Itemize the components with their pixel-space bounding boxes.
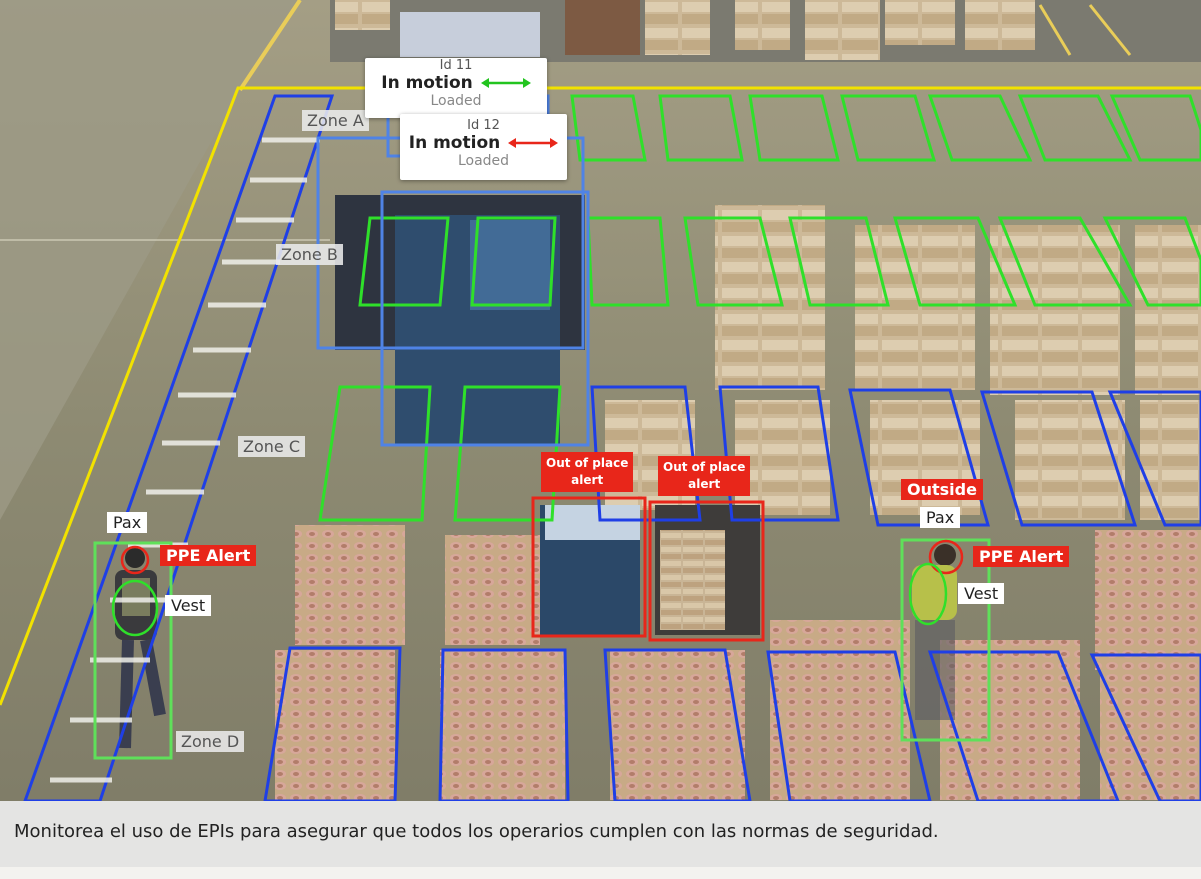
worker-right <box>912 544 957 720</box>
basket-stack <box>275 650 395 800</box>
back-pallet <box>335 0 390 30</box>
basket-stack <box>1100 650 1201 800</box>
slot-ok <box>997 216 1133 307</box>
alert-line-1: Out of place <box>546 456 629 470</box>
misplaced-pallet-wrap <box>545 505 640 540</box>
back-pallet <box>735 0 790 50</box>
alert-line-2: alert <box>688 477 721 491</box>
box-stack <box>735 400 830 515</box>
motion-state: In motion <box>408 133 501 153</box>
slot-ok <box>453 385 562 522</box>
load-state: Loaded <box>430 93 482 109</box>
slot-ok <box>1109 94 1201 162</box>
caption-bar: Monitorea el uso de EPIs para asegurar q… <box>0 801 1201 867</box>
slot-ok <box>586 216 670 307</box>
tracking-card-id11: Id 11 In motion Loaded <box>365 58 547 118</box>
slot-ok <box>358 216 450 307</box>
vest-detected-marker <box>111 579 159 637</box>
back-pallet <box>400 12 540 57</box>
floor-line <box>238 0 302 92</box>
basket-stack <box>445 535 540 645</box>
box-stack <box>715 205 825 390</box>
slot-occupied <box>1107 390 1201 527</box>
slot-ok <box>1017 94 1133 162</box>
basket-stack <box>1095 530 1201 670</box>
slots-third-row <box>318 385 562 522</box>
slot-ok <box>927 94 1033 162</box>
tracking-id: Id 11 <box>439 58 473 73</box>
zone-c-label: Zone C <box>238 436 305 457</box>
zone-d-label: Zone D <box>176 731 245 752</box>
basket-stack <box>295 525 405 645</box>
slot-ok <box>1102 216 1201 307</box>
slot-ok <box>470 216 557 307</box>
alert-box-out-of-place <box>648 500 765 642</box>
vest-label-right: Vest <box>958 583 1005 604</box>
tracking-card-id12: Id 12 In motion Loaded <box>400 114 567 180</box>
slot-ok <box>748 94 840 162</box>
double-arrow-red-icon <box>508 138 559 148</box>
slot-ok <box>788 216 890 307</box>
motion-state: In motion <box>381 73 473 93</box>
box-stack <box>990 225 1120 395</box>
alert-line-1: Out of place <box>663 460 746 474</box>
slot-ok <box>318 385 432 522</box>
slot-ok <box>840 94 937 162</box>
ppe-alert-tag-right: PPE Alert <box>973 546 1070 567</box>
out-of-place-alert-tag: Out of place alert <box>541 452 634 492</box>
outside-alert-tag: Outside <box>901 479 983 500</box>
alert-box-out-of-place <box>531 496 647 638</box>
slot-occupied <box>979 390 1138 527</box>
basket-stack <box>440 650 565 800</box>
zone-b-label: Zone B <box>276 244 343 265</box>
basket-stack <box>770 620 910 800</box>
basket-stack <box>940 640 1080 800</box>
box-stack <box>1015 400 1125 520</box>
vest-label-left: Vest <box>165 595 212 616</box>
bottom-strip <box>0 867 1201 879</box>
slot-occupied <box>848 388 990 527</box>
back-pallet <box>565 0 640 55</box>
vehicle-box-load <box>380 190 590 447</box>
vest-detected-marker <box>908 562 948 626</box>
floor-line <box>1088 4 1132 56</box>
person-box-left <box>93 541 173 760</box>
caption-text: Monitorea el uso de EPIs para asegurar q… <box>14 821 939 842</box>
forklift-load-wrap <box>470 220 550 310</box>
helmet-missing-marker <box>928 539 964 575</box>
load-state: Loaded <box>457 153 510 169</box>
back-pallet <box>645 0 710 55</box>
helmet-missing-marker <box>120 545 150 575</box>
slots-second-row <box>358 216 1201 307</box>
alert-line-2: alert <box>571 473 604 487</box>
back-pallet <box>805 0 880 60</box>
pax-label-left: Pax <box>107 512 148 533</box>
zone-a-label: Zone A <box>302 110 369 131</box>
box-stack <box>1140 400 1201 520</box>
slot-ok <box>658 94 744 162</box>
pax-label-right: Pax <box>920 507 961 528</box>
out-of-place-alert-tag: Out of place alert <box>658 456 751 496</box>
walkway-rungs <box>50 137 320 783</box>
back-pallet <box>885 0 955 45</box>
box-stack <box>1135 225 1201 395</box>
double-arrow-green-icon <box>480 78 531 88</box>
tracking-id: Id 12 <box>467 118 500 133</box>
slot-occupied <box>1089 653 1201 803</box>
slot-ok <box>893 216 1018 307</box>
floor-line <box>1038 4 1072 56</box>
back-pallet <box>965 0 1035 50</box>
misplaced-pallet-cans <box>660 530 725 630</box>
basket-stack <box>610 650 745 800</box>
slot-ok <box>683 216 784 307</box>
zone-boundary <box>0 86 1201 706</box>
ppe-alert-tag-left: PPE Alert <box>160 545 257 566</box>
left-aisle <box>0 0 300 520</box>
